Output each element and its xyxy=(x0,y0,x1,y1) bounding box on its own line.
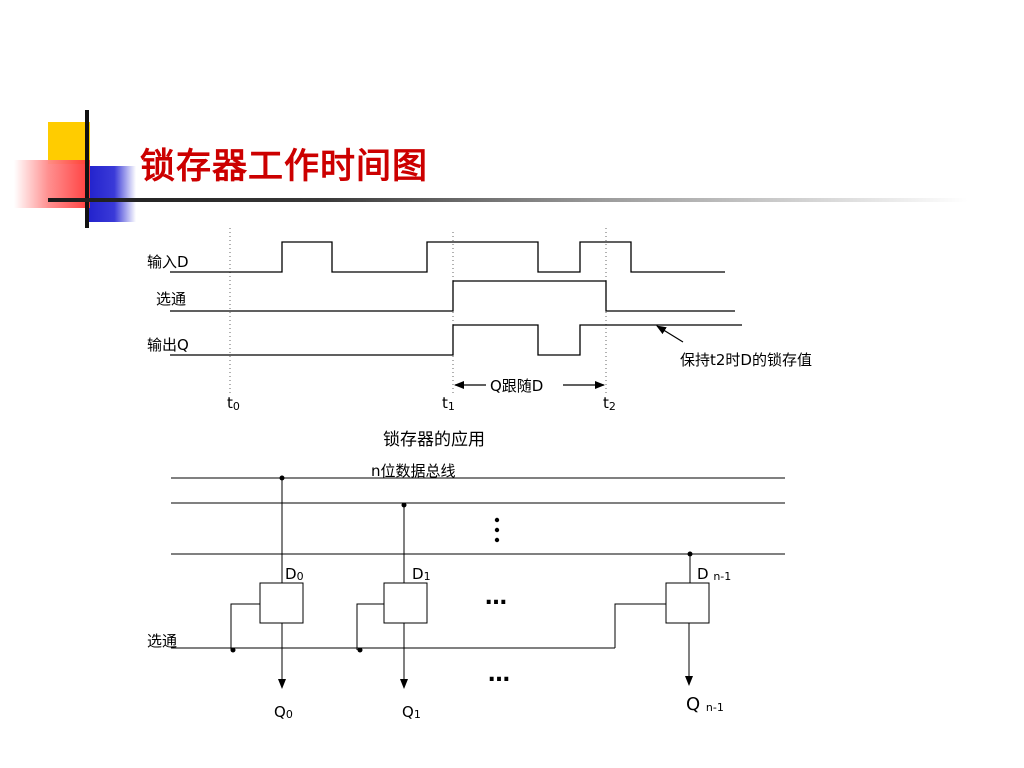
label-input-d: 输入D xyxy=(147,253,189,271)
latch-n-strobe-line xyxy=(614,603,666,648)
latch-1-box xyxy=(383,582,428,624)
latch-n-box xyxy=(665,582,710,624)
junction-dot xyxy=(401,502,407,508)
bus-ellipsis-dot xyxy=(494,537,500,543)
deco-blue-block xyxy=(88,166,136,222)
label-output-q: 输出Q xyxy=(147,336,189,354)
bus-ellipsis-dot xyxy=(494,517,500,523)
annotation-arrow xyxy=(656,325,684,343)
output-q-waveform xyxy=(170,324,742,356)
junction-dot xyxy=(279,475,285,481)
annotation-hold: 保持t2时D的锁存值 xyxy=(680,351,812,369)
slide-title: 锁存器工作时间图 xyxy=(140,146,429,187)
label-strobe: 选通 xyxy=(156,290,186,308)
junction-dot xyxy=(230,647,236,653)
deco-vertical-line xyxy=(85,110,89,228)
time-t2: t2 xyxy=(603,394,616,413)
latch-1-strobe-line xyxy=(356,603,384,650)
time-t1: t1 xyxy=(442,394,455,413)
latch-0-box xyxy=(259,582,304,624)
deco-yellow-block xyxy=(48,122,90,164)
junction-dot xyxy=(687,551,693,557)
input-label-dn: D n-1 xyxy=(697,565,731,583)
output-label-q1: Q1 xyxy=(402,703,421,721)
input-d-waveform xyxy=(170,241,725,273)
latch-0-strobe-line xyxy=(230,603,260,650)
output-label-q0: Q0 xyxy=(274,703,293,721)
label-follow: Q跟随D xyxy=(490,377,543,395)
input-label-d0: D0 xyxy=(285,565,304,583)
title-underline xyxy=(48,198,968,202)
bus-ellipsis-dot xyxy=(494,527,500,533)
label-app-strobe: 选通 xyxy=(147,632,177,650)
output-label-qn: Q n-1 xyxy=(686,694,724,715)
latch-ellipsis: … xyxy=(485,585,507,610)
strobe-waveform xyxy=(170,280,735,312)
time-t0: t0 xyxy=(227,394,240,413)
bus-label: n位数据总线 xyxy=(371,462,456,480)
input-label-d1: D1 xyxy=(412,565,431,583)
junction-dot xyxy=(357,647,363,653)
output-ellipsis: … xyxy=(488,662,510,687)
application-title: 锁存器的应用 xyxy=(383,430,485,450)
